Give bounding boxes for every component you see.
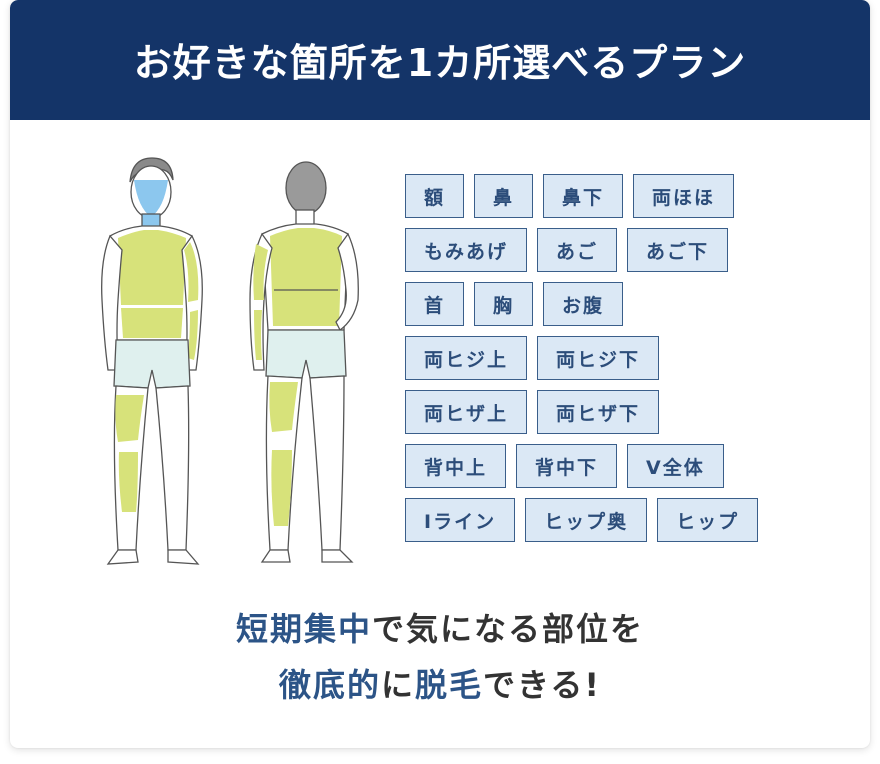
- part-chip[interactable]: 胸: [474, 282, 534, 326]
- tagline-text: できる!: [483, 666, 601, 704]
- tagline-emphasis: 脱毛: [415, 666, 484, 704]
- chip-row: もみあげ あご あご下: [405, 228, 845, 272]
- tagline-emphasis: 徹底的: [278, 666, 381, 704]
- body-part-list: 額 鼻 鼻下 両ほほ もみあげ あご あご下 首 胸 お腹 両ヒジ上 両ヒジ下 …: [405, 174, 845, 552]
- plan-header: お好きな箇所を1カ所選べるプラン: [10, 0, 870, 120]
- part-chip[interactable]: 背中上: [405, 444, 507, 488]
- front-figure: [101, 157, 203, 565]
- chip-row: 首 胸 お腹: [405, 282, 845, 326]
- chip-row: Iライン ヒップ奥 ヒップ: [405, 498, 845, 542]
- back-figure: [249, 161, 359, 563]
- tagline-line-2: 徹底的に脱毛できる!: [10, 660, 870, 706]
- part-chip[interactable]: ヒップ奥: [525, 498, 648, 542]
- part-chip[interactable]: 背中下: [516, 444, 618, 488]
- chip-row: 背中上 背中下 V全体: [405, 444, 845, 488]
- part-chip[interactable]: 鼻: [474, 174, 534, 218]
- part-chip[interactable]: ヒップ: [657, 498, 759, 542]
- part-chip[interactable]: あご下: [627, 228, 729, 272]
- tagline-text: で気になる部位を: [372, 610, 645, 648]
- part-chip[interactable]: 両ヒザ上: [405, 390, 528, 434]
- part-chip[interactable]: 両ヒジ上: [405, 336, 528, 380]
- part-chip[interactable]: お腹: [543, 282, 624, 326]
- tagline-text: に: [381, 666, 416, 704]
- plan-title: お好きな箇所を1カ所選べるプラン: [133, 40, 747, 85]
- tagline-line-1: 短期集中で気になる部位を: [10, 604, 870, 650]
- chip-row: 両ヒザ上 両ヒザ下: [405, 390, 845, 434]
- part-chip[interactable]: 両ヒザ下: [537, 390, 660, 434]
- chip-row: 額 鼻 鼻下 両ほほ: [405, 174, 845, 218]
- part-chip[interactable]: もみあげ: [405, 228, 528, 272]
- part-chip[interactable]: あご: [537, 228, 618, 272]
- part-chip[interactable]: 首: [405, 282, 465, 326]
- plan-card: お好きな箇所を1カ所選べるプラン: [10, 0, 870, 748]
- part-chip[interactable]: V全体: [627, 444, 724, 488]
- part-chip[interactable]: 鼻下: [543, 174, 624, 218]
- tagline-emphasis: 短期集中: [235, 610, 372, 648]
- body-illustration: [101, 157, 359, 565]
- part-chip[interactable]: 両ヒジ下: [537, 336, 660, 380]
- part-chip[interactable]: 両ほほ: [633, 174, 735, 218]
- part-chip[interactable]: Iライン: [405, 498, 516, 542]
- chip-row: 両ヒジ上 両ヒジ下: [405, 336, 845, 380]
- part-chip[interactable]: 額: [405, 174, 465, 218]
